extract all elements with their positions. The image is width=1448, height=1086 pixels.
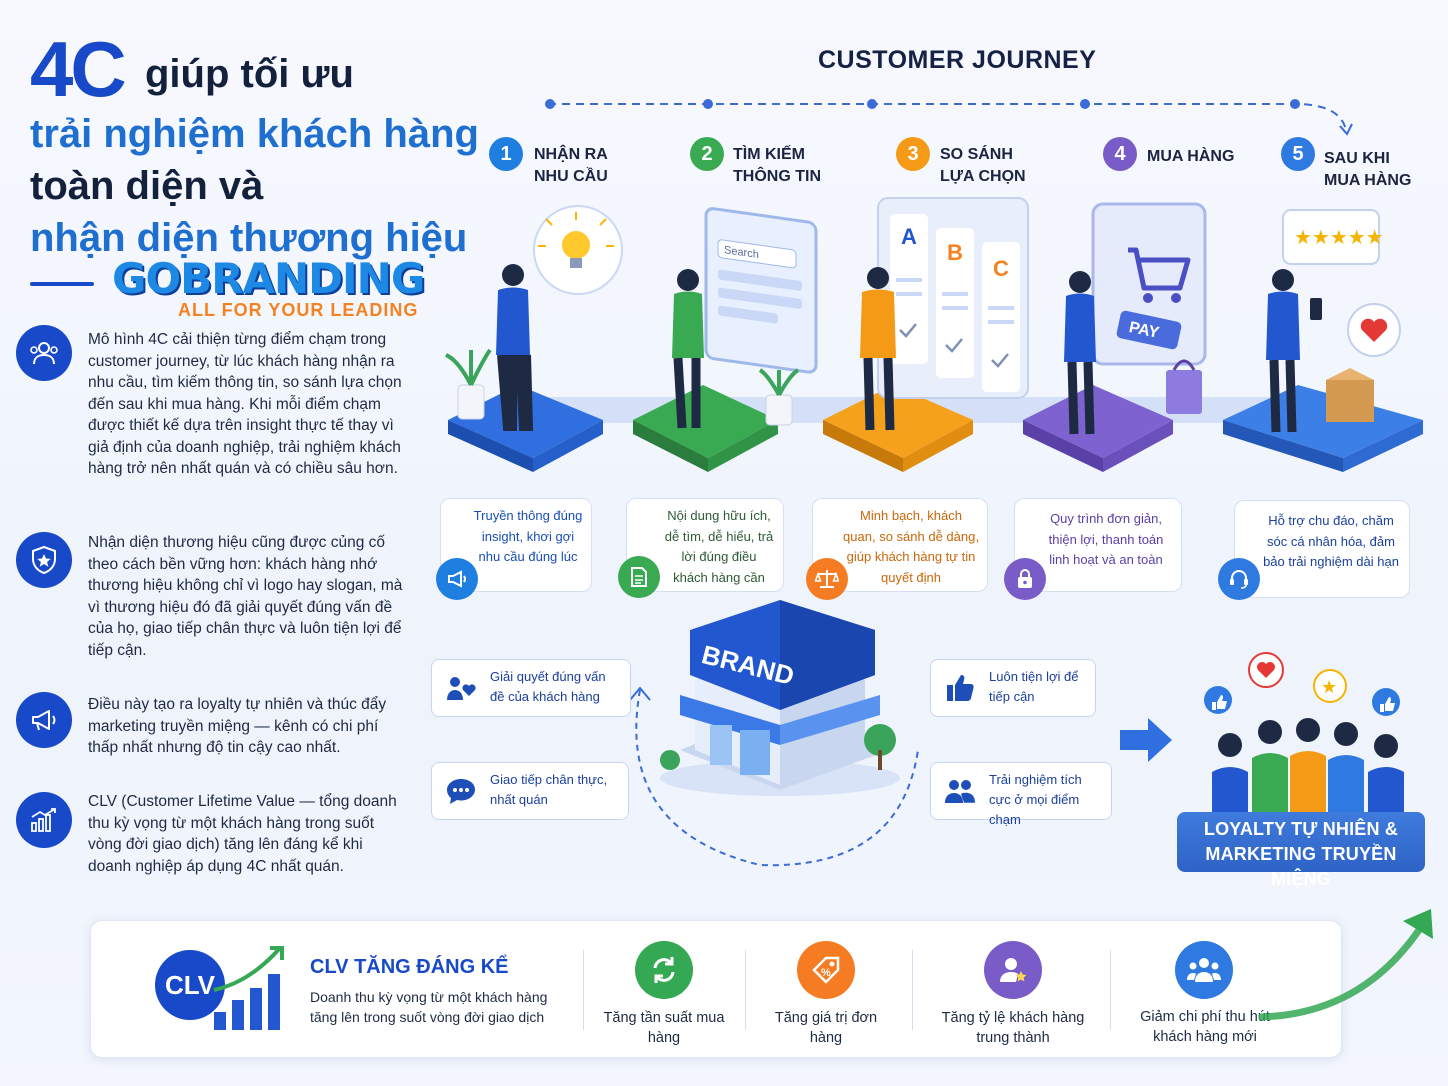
step-1-label: NHẬN RA NHU CẦU xyxy=(534,146,608,185)
journey-illustration: Search A B C PAY ★★★★★ xyxy=(445,197,1423,472)
chat-icon xyxy=(444,774,478,808)
pay-label: PAY xyxy=(1127,319,1160,342)
step-5-desc: Hỗ trợ chu đáo, chăm sóc cá nhân hóa, đả… xyxy=(1234,500,1410,598)
clv-badge: CLV xyxy=(155,950,225,1020)
svg-text:★: ★ xyxy=(1321,677,1337,698)
megaphone-icon xyxy=(16,692,72,748)
left-point-text: Nhận diện thương hiệu cũng được củng cố … xyxy=(88,534,403,659)
metric-order-value: Tăng giá trị đơn hàng xyxy=(774,1010,878,1046)
title-line-4: nhận diện thương hiệu xyxy=(30,216,468,260)
svg-text:%: % xyxy=(821,967,831,979)
price-tag-icon: % xyxy=(797,941,855,999)
step-2-number: 2 xyxy=(690,137,724,171)
store-loop xyxy=(629,686,919,867)
megaphone-icon xyxy=(436,558,478,600)
platform-3 xyxy=(823,385,973,472)
heart-person-icon xyxy=(444,671,478,705)
users-icon xyxy=(943,774,977,808)
clv-growth-chart-icon xyxy=(213,946,284,1030)
title-4c: 4C xyxy=(30,25,127,113)
people-icon xyxy=(16,325,72,381)
left-point-text: Điều này tạo ra loyalty tự nhiên và thúc… xyxy=(88,696,387,756)
shield-star-icon xyxy=(16,532,72,588)
loyalty-group-illustration: ★ xyxy=(1204,652,1404,815)
clv-panel xyxy=(90,920,1342,1058)
search-label: Search xyxy=(724,244,759,261)
left-point-text: CLV (Customer Lifetime Value — tổng doan… xyxy=(88,793,397,875)
headset-icon xyxy=(1218,558,1260,600)
svg-text:★★★★★: ★★★★★ xyxy=(1294,225,1384,249)
clv-subtitle: Doanh thu kỳ vọng từ một khách hàng tăng… xyxy=(310,989,548,1025)
group-icon xyxy=(1175,941,1233,999)
gobranding-logo: GOBRANDING xyxy=(112,254,425,303)
arrow-right-icon xyxy=(1120,718,1172,762)
feature-solve-problem: Giải quyết đúng vấn đề của khách hàng xyxy=(431,659,631,717)
growth-arrow-icon xyxy=(1258,909,1433,1021)
step-4-label: MUA HÀNG xyxy=(1147,148,1235,165)
feature-convenient-access: Luôn tiện lợi để tiếp cận xyxy=(930,659,1096,717)
metric-acquisition-cost: Giảm chi phí thu hút khách hàng mới xyxy=(1140,1009,1270,1045)
platform-2 xyxy=(633,385,778,472)
loyalty-banner: LOYALTY TỰ NHIÊN & MARKETING TRUYỀN MIỆN… xyxy=(1177,812,1425,889)
feature-text: Luôn tiện lợi để tiếp cận xyxy=(989,669,1079,704)
step-4-number: 4 xyxy=(1103,137,1137,171)
feature-text: Giao tiếp chân thực, nhất quán xyxy=(490,772,608,807)
feature-authentic-communication: Giao tiếp chân thực, nhất quán xyxy=(431,762,629,820)
option-a: A xyxy=(901,224,917,249)
lock-icon xyxy=(1004,558,1046,600)
step-5-number: 5 xyxy=(1281,137,1315,171)
scale-icon xyxy=(806,558,848,600)
step-2-label: TÌM KIẾM THÔNG TIN xyxy=(733,146,821,185)
feature-text: Giải quyết đúng vấn đề của khách hàng xyxy=(490,669,606,704)
bar-chart-icon xyxy=(16,792,72,848)
option-b: B xyxy=(947,240,963,265)
metric-frequency: Tăng tần suất mua hàng xyxy=(603,1010,725,1046)
user-star-icon xyxy=(984,941,1042,999)
step-3-label: SO SÁNH LỰA CHỌN xyxy=(940,146,1026,185)
divider xyxy=(583,950,584,1030)
gobranding-tagline: ALL FOR YOUR LEADING xyxy=(178,300,419,320)
step-5-label: SAU KHI MUA HÀNG xyxy=(1324,150,1412,189)
clv-title: CLV TĂNG ĐÁNG KỂ xyxy=(310,956,509,978)
divider xyxy=(912,950,913,1030)
title-line-3: toàn diện và xyxy=(30,164,264,208)
journey-title: CUSTOMER JOURNEY xyxy=(818,46,1097,74)
divider xyxy=(1110,950,1111,1030)
feature-text: Trải nghiệm tích cực ở mọi điểm chạm xyxy=(989,772,1082,827)
title-underline xyxy=(30,282,94,286)
left-point-text: Mô hình 4C cải thiện từng điểm chạm tron… xyxy=(88,331,402,477)
title-line-1: giúp tối ưu xyxy=(145,52,354,96)
journey-timeline xyxy=(545,99,1353,136)
document-icon xyxy=(618,556,660,598)
step-1-number: 1 xyxy=(489,137,523,171)
metric-loyalty-rate: Tăng tỷ lệ khách hàng trung thành xyxy=(941,1010,1085,1046)
step-3-number: 3 xyxy=(896,137,930,171)
option-c: C xyxy=(993,256,1009,281)
platform-4 xyxy=(1023,385,1173,472)
divider xyxy=(745,950,746,1030)
step-2-desc: Nội dung hữu ích, dễ tìm, dễ hiểu, trả l… xyxy=(626,498,784,592)
thumbs-up-icon xyxy=(943,671,977,705)
title-line-2: trải nghiệm khách hàng xyxy=(30,112,479,156)
refresh-icon xyxy=(635,941,693,999)
brand-store-illustration: BRAND xyxy=(660,600,900,796)
feature-positive-experience: Trải nghiệm tích cực ở mọi điểm chạm xyxy=(930,762,1112,827)
